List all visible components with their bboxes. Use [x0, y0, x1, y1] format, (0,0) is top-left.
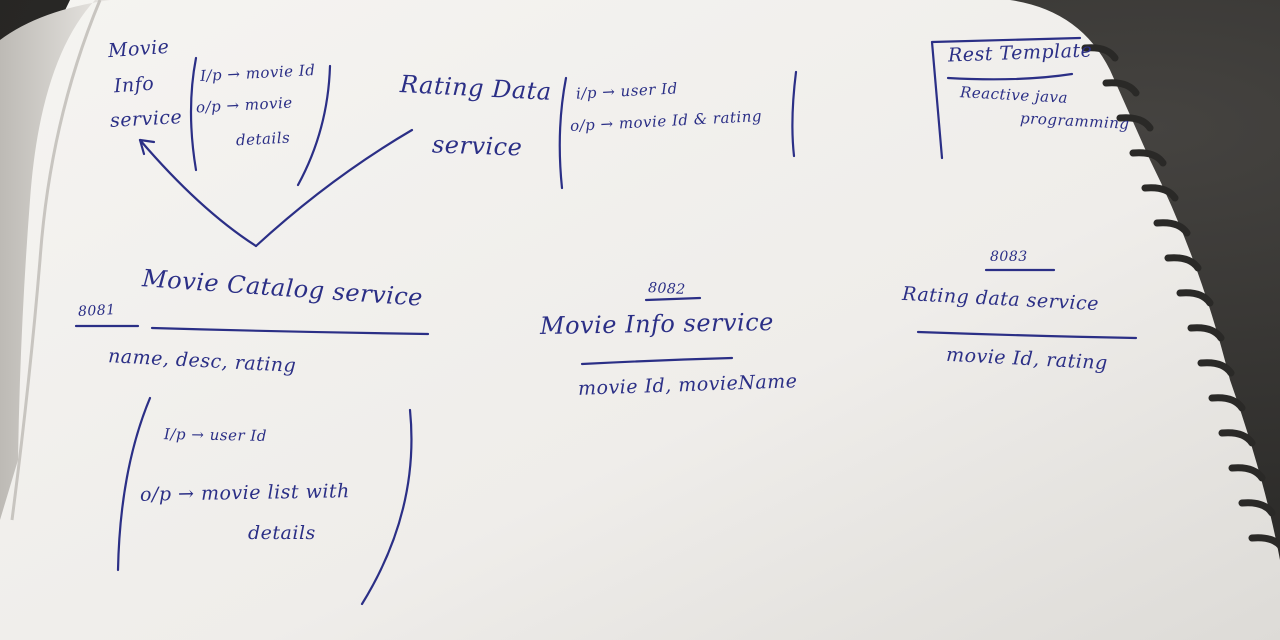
arrow-line-left	[138, 138, 258, 248]
top-mid-service-line2: service	[431, 130, 523, 162]
ink-strokes	[74, 36, 1138, 606]
bracket-left-open	[189, 56, 198, 172]
bracket-mid-open	[558, 76, 568, 190]
rest-box	[930, 36, 1082, 160]
bracket-mid-close	[791, 70, 798, 158]
bracket-left-close	[296, 64, 332, 187]
arrow-line-right	[254, 128, 414, 248]
top-left-output-cont: details	[235, 128, 291, 150]
page-edge	[0, 0, 110, 520]
catalog-input: I/p → user Id	[163, 425, 268, 445]
catalog-bracket-open	[116, 396, 152, 572]
rating-title-underline	[916, 330, 1138, 340]
info-port-underline	[644, 296, 702, 302]
arrow-head	[138, 138, 156, 156]
catalog-output-cont: details	[248, 522, 316, 544]
top-mid-service-line1: Rating Data	[399, 70, 553, 106]
binding-rings	[1081, 44, 1280, 551]
info-title-underline	[580, 356, 734, 366]
catalog-output: o/p → movie list with	[139, 480, 351, 506]
top-left-service-line1: Movie	[107, 35, 171, 63]
info-title: Movie Info service	[539, 307, 775, 341]
catalog-title-underline	[150, 326, 430, 336]
top-left-service-line3: service	[109, 106, 183, 132]
rating-port: 8083	[990, 249, 1028, 265]
info-port: 8082	[647, 280, 687, 298]
top-right-line1: Rest Template	[947, 39, 1093, 67]
top-left-service-line2: Info	[113, 72, 155, 98]
catalog-bracket-close	[360, 408, 413, 606]
catalog-port: 8081	[77, 302, 117, 320]
